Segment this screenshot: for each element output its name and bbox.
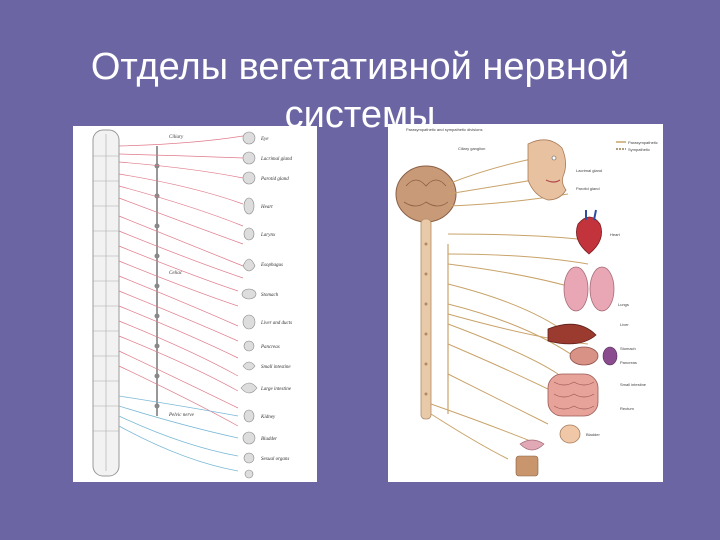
- bladder: [560, 425, 580, 443]
- blue-fibers: [119, 396, 238, 471]
- spleen: [603, 347, 617, 365]
- legend: Parasympathetic Sympathetic: [616, 140, 658, 152]
- label-large-intestine: Large intestine: [260, 387, 292, 392]
- svg-text:Ciliary ganglion: Ciliary ganglion: [458, 146, 485, 151]
- label-larynx: Larynx: [260, 233, 276, 238]
- svg-text:Small intestine: Small intestine: [620, 382, 647, 387]
- label-stomach: Stomach: [261, 293, 279, 298]
- label-sexual: Sexual organs: [261, 457, 289, 462]
- svg-text:Sympathetic: Sympathetic: [628, 147, 650, 152]
- svg-text:Liver: Liver: [620, 322, 629, 327]
- svg-text:Heart: Heart: [610, 232, 621, 237]
- heart: [576, 217, 601, 254]
- brain: [396, 166, 456, 222]
- label-small-intestine: Small intestine: [261, 365, 291, 370]
- left-anatomy-diagram: Eye Lacrimal gland Parotid gland Heart L…: [73, 126, 317, 482]
- label-celiac: Celiac: [169, 271, 183, 276]
- organ-labels: Eye Lacrimal gland Parotid gland Heart L…: [168, 135, 292, 462]
- label-eye: Eye: [260, 137, 269, 142]
- right-anatomy-diagram: Parasympathetic and sympathetic division…: [388, 124, 663, 482]
- lung-left: [564, 267, 588, 311]
- label-bladder: Bladder: [261, 437, 277, 442]
- pelvic-organ: [516, 456, 538, 476]
- svg-text:Pancreas: Pancreas: [620, 360, 637, 365]
- svg-text:Lacrimal gland: Lacrimal gland: [576, 168, 602, 173]
- face-profile: [528, 140, 566, 200]
- svg-text:Lungs: Lungs: [618, 302, 629, 307]
- label-ciliary: Ciliary: [169, 135, 184, 140]
- svg-text:Rectum: Rectum: [620, 406, 634, 411]
- svg-text:Stomach: Stomach: [620, 346, 636, 351]
- spinal-cord-right: [421, 219, 431, 419]
- right-header: Parasympathetic and sympathetic division…: [406, 127, 482, 132]
- label-lacrimal: Lacrimal gland: [260, 157, 292, 162]
- right-diagram-svg: Parasympathetic and sympathetic division…: [388, 124, 663, 482]
- lung-right: [590, 267, 614, 311]
- stomach: [570, 347, 598, 365]
- liver: [548, 324, 596, 344]
- label-parotid: Parotid gland: [260, 177, 289, 182]
- red-fibers: [119, 136, 243, 426]
- label-esophagus: Esophagus: [260, 263, 283, 268]
- organ-icons: [241, 132, 257, 478]
- label-kidney: Kidney: [260, 415, 276, 420]
- svg-text:Parasympathetic: Parasympathetic: [628, 140, 658, 145]
- label-pelvic: Pelvic nerve: [168, 413, 195, 418]
- left-diagram-svg: Eye Lacrimal gland Parotid gland Heart L…: [73, 126, 317, 482]
- svg-text:Bladder: Bladder: [586, 432, 600, 437]
- uterus: [520, 440, 544, 450]
- svg-text:Parotid gland: Parotid gland: [576, 186, 600, 191]
- label-pancreas: Pancreas: [260, 345, 280, 350]
- label-heart: Heart: [260, 205, 273, 210]
- title-line-1: Отделы вегетативной нервной: [40, 43, 680, 91]
- label-liver: Liver and ducts: [260, 321, 292, 326]
